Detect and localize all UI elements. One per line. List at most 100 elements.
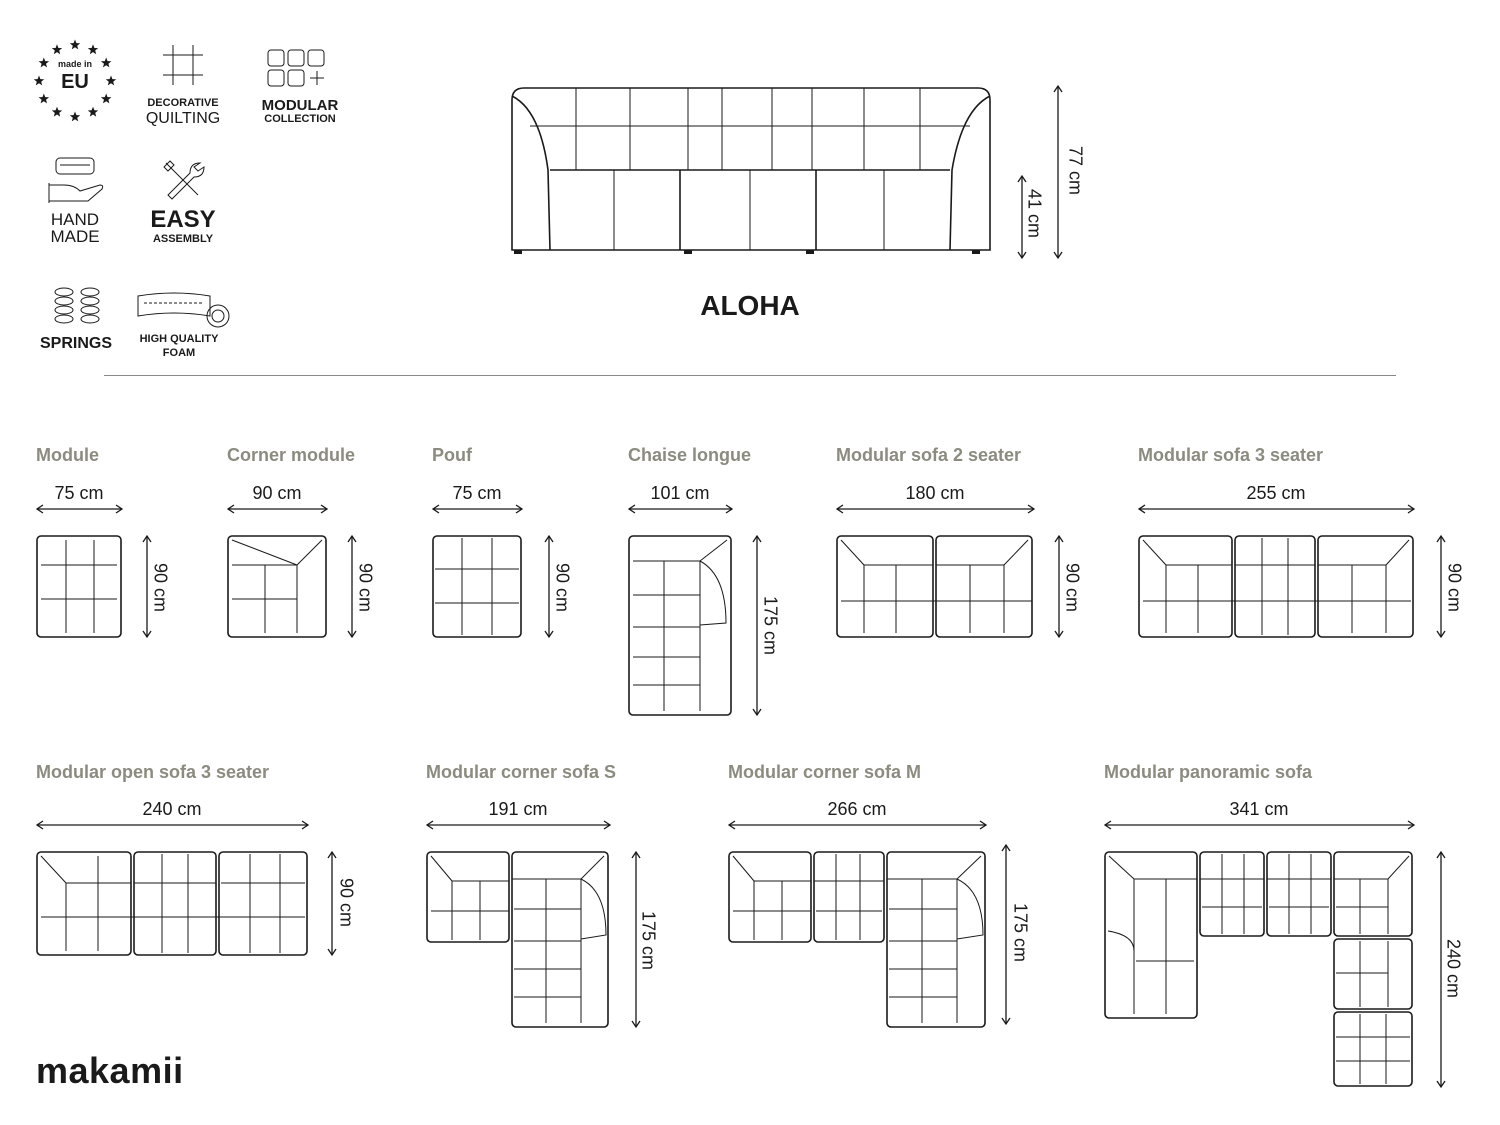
- pouf-title: Pouf: [432, 445, 472, 465]
- feature-modular-collection: MODULAR COLLECTION: [255, 44, 345, 134]
- sofa-2-seater-title: Modular sofa 2 seater: [836, 445, 1022, 465]
- sofa-3-seater-depth-arrow: [1436, 534, 1446, 639]
- eu-star: [51, 106, 63, 117]
- sofa-3-seater-width-arrow: [1137, 504, 1416, 514]
- corner-module-depth: 90 cm: [355, 562, 376, 613]
- corner-sofa-s-title: Modular corner sofa S: [426, 762, 617, 782]
- corner-module-plan: [227, 535, 327, 638]
- panoramic-sofa-depth-arrow: [1436, 850, 1446, 1089]
- corner-module-title: Corner module: [227, 445, 356, 465]
- feature-high-quality-foam: HIGH QUALITY FOAM: [134, 290, 244, 370]
- module-plan: [36, 535, 122, 638]
- panoramic-sofa-title: Modular panoramic sofa: [1104, 762, 1313, 782]
- corner-sofa-m-width-arrow: [727, 820, 988, 830]
- eu-star: [51, 44, 63, 55]
- pouf-width: 75 cm: [452, 483, 502, 503]
- height-arrow-seat: [1017, 174, 1027, 260]
- eu-star: [100, 93, 112, 104]
- brand-logo: makamii: [36, 1050, 184, 1091]
- eu-star: [38, 57, 50, 68]
- sofa-3-seater-title: Modular sofa 3 seater: [1138, 445, 1324, 465]
- corner-sofa-s-width-arrow: [425, 820, 612, 830]
- sofa-3-seater-plan: [1138, 535, 1414, 638]
- chaise-longue-depth-arrow: [752, 534, 762, 717]
- open-sofa-3-seater-depth: 90 cm: [336, 877, 357, 928]
- chaise-longue-plan: [628, 535, 732, 716]
- corner-sofa-s-plan: [426, 851, 609, 1028]
- tools-icon: [163, 160, 205, 200]
- sofa-2-seater-depth: 90 cm: [1062, 562, 1083, 613]
- module-width-arrow: [35, 504, 124, 514]
- eu-star: [87, 44, 99, 55]
- eu-star: [100, 57, 112, 68]
- sofa-2-seater-width-arrow: [835, 504, 1036, 514]
- sofa-2-seater-depth-arrow: [1054, 534, 1064, 639]
- feature-springs-line1: SPRINGS: [39, 335, 112, 352]
- eu-star: [38, 93, 50, 104]
- feature-made-in-eu: made in EU: [30, 36, 120, 126]
- height-arrow-total: [1053, 84, 1063, 260]
- feature-hand-made-line2: MADE: [50, 227, 100, 246]
- feature-high-quality-foam-line2: FOAM: [162, 347, 196, 359]
- feature-decorative-quilting-line1: DECORATIVE: [147, 97, 219, 109]
- corner-sofa-s-depth-arrow: [631, 850, 641, 1029]
- feature-made-in-eu-line1: made in: [57, 59, 92, 69]
- eu-stars-icon: [33, 39, 117, 122]
- foam-badge-icon: [137, 292, 230, 328]
- corner-sofa-m-depth-arrow: [1001, 843, 1011, 1026]
- feature-modular-collection-line1: MODULAR: [261, 97, 339, 114]
- dim-seat-height: 41 cm: [1024, 188, 1045, 239]
- chaise-longue-depth: 175 cm: [760, 595, 781, 656]
- panoramic-sofa-plan: [1104, 851, 1413, 1087]
- open-sofa-3-seater-width-arrow: [35, 820, 310, 830]
- open-sofa-3-seater-plan: [36, 851, 308, 956]
- feature-springs: SPRINGS: [30, 282, 120, 362]
- springs-icon: [54, 287, 100, 324]
- eu-star: [87, 106, 99, 117]
- open-sofa-3-seater-depth-arrow: [327, 850, 337, 957]
- panoramic-sofa-width: 341 cm: [1229, 799, 1289, 819]
- pouf-depth-arrow: [544, 534, 554, 639]
- feature-easy-assembly-line1: EASY: [150, 206, 216, 233]
- sofa-3-seater-width: 255 cm: [1246, 483, 1306, 503]
- modular-grid-icon: [267, 49, 325, 87]
- corner-sofa-s-depth: 175 cm: [638, 910, 659, 971]
- corner-module-depth-arrow: [347, 534, 357, 639]
- corner-sofa-s-width: 191 cm: [488, 799, 548, 819]
- chaise-longue-title: Chaise longue: [628, 445, 752, 465]
- sofa-front-view: [511, 87, 991, 254]
- feature-decorative-quilting: DECORATIVE QUILTING: [140, 40, 230, 130]
- dim-height-total: 77 cm: [1065, 145, 1086, 196]
- chaise-longue-width-arrow: [627, 504, 734, 514]
- corner-sofa-m-depth: 175 cm: [1010, 902, 1031, 963]
- module-width: 75 cm: [54, 483, 104, 503]
- chaise-longue-width: 101 cm: [650, 483, 710, 503]
- module-title: Module: [36, 445, 99, 465]
- open-sofa-3-seater-width: 240 cm: [142, 799, 202, 819]
- feature-easy-assembly-line2: ASSEMBLY: [152, 233, 214, 245]
- eu-star: [33, 75, 45, 86]
- corner-sofa-m-title: Modular corner sofa M: [728, 762, 922, 782]
- eu-star: [69, 39, 81, 50]
- pouf-width-arrow: [431, 504, 524, 514]
- module-depth-arrow: [142, 534, 152, 639]
- corner-module-width-arrow: [226, 504, 329, 514]
- feature-high-quality-foam-line1: HIGH QUALITY: [139, 333, 219, 345]
- sofa-2-seater-plan: [836, 535, 1033, 638]
- feature-decorative-quilting-line2: QUILTING: [145, 110, 221, 127]
- panoramic-sofa-depth: 240 cm: [1443, 938, 1464, 999]
- feature-made-in-eu-line2: EU: [61, 71, 89, 93]
- pouf-depth: 90 cm: [552, 562, 573, 613]
- corner-sofa-m-width: 266 cm: [827, 799, 887, 819]
- eu-star: [105, 75, 117, 86]
- sofa-2-seater-width: 180 cm: [905, 483, 965, 503]
- section-divider: [104, 375, 1396, 376]
- hand-sofa-icon: [48, 157, 104, 203]
- quilting-icon: [163, 45, 203, 85]
- feature-easy-assembly: EASY ASSEMBLY: [138, 155, 228, 250]
- corner-module-width: 90 cm: [252, 483, 302, 503]
- corner-sofa-m-plan: [728, 851, 986, 1028]
- pouf-plan: [432, 535, 522, 638]
- panoramic-sofa-width-arrow: [1103, 820, 1416, 830]
- feature-modular-collection-line2: COLLECTION: [264, 113, 336, 125]
